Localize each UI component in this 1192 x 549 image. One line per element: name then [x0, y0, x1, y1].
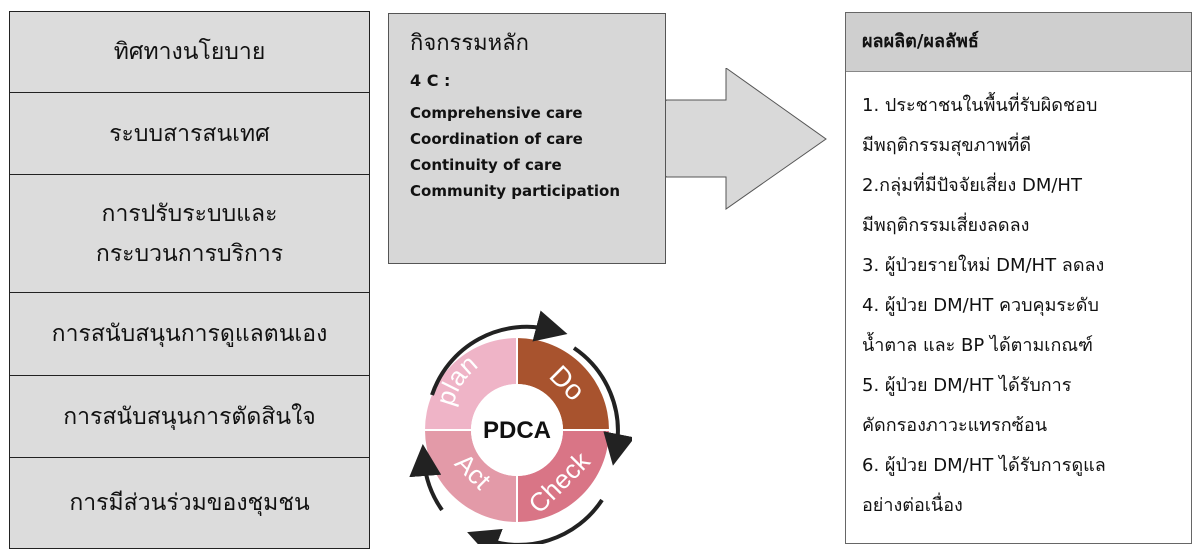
box-decision-support: การสนับสนุนการตัดสินใจ	[9, 375, 370, 458]
box-service-redesign: การปรับระบบและ กระบวนการบริการ	[9, 174, 370, 293]
activities-title: กิจกรรมหลัก	[410, 31, 529, 56]
box-label-line-1: การปรับระบบและ	[101, 200, 278, 227]
output-line: 4. ผู้ป่วย DM/HT ควบคุมระดับ	[862, 295, 1099, 316]
cycle-arrow-bottom	[467, 498, 604, 544]
output-line: 3. ผู้ป่วยรายใหม่ DM/HT ลดลง	[862, 255, 1105, 276]
pdca-plan-segment	[425, 338, 517, 430]
output-line: น้ำตาล และ BP ได้ตามเกณฑ์	[862, 335, 1094, 356]
box-label: การสนับสนุนการตัดสินใจ	[63, 403, 316, 430]
flow-arrow-icon	[666, 68, 827, 210]
activity-item: Community participation	[410, 182, 620, 200]
activity-item: Comprehensive care	[410, 104, 583, 122]
box-community-participation: การมีส่วนร่วมของชุมชน	[9, 457, 370, 549]
cycle-arrow-top	[430, 310, 568, 396]
pdca-act-segment	[425, 430, 517, 522]
pdca-cycle: plan Do Check Act PDCA	[409, 310, 632, 544]
outputs-panel: ผลผลิต/ผลลัพธ์ 1. ประชาชนในพื้นที่รับผิด…	[845, 12, 1192, 544]
cycle-arrow-left	[409, 444, 444, 512]
box-self-care-support: การสนับสนุนการดูแลตนเอง	[9, 292, 370, 376]
box-label-line-2: กระบวนการบริการ	[95, 240, 284, 267]
box-policy-direction: ทิศทางนโยบาย	[9, 11, 370, 93]
pdca-do-segment	[517, 338, 609, 430]
output-line: มีพฤติกรรมสุขภาพที่ดี	[862, 135, 1032, 156]
output-line: 2.กลุ่มที่มีปัจจัยเสี่ยง DM/HT	[862, 175, 1082, 196]
box-label: การสนับสนุนการดูแลตนเอง	[51, 321, 328, 347]
box-information-system: ระบบสารสนเทศ	[9, 92, 370, 175]
activity-item: Continuity of care	[410, 156, 562, 174]
box-label: ระบบสารสนเทศ	[109, 120, 270, 147]
activities-box: กิจกรรมหลัก 4 C : Comprehensive care Coo…	[388, 13, 666, 264]
output-line: มีพฤติกรรมเสี่ยงลดลง	[862, 215, 1030, 236]
cycle-arrow-right	[572, 346, 632, 466]
box-label: การมีส่วนร่วมของชุมชน	[69, 490, 310, 516]
pdca-check-segment	[517, 430, 609, 522]
output-line: 6. ผู้ป่วย DM/HT ได้รับการดูแล	[862, 455, 1106, 476]
outputs-list: 1. ประชาชนในพื้นที่รับผิดชอบ มีพฤติกรรมส…	[846, 72, 1191, 526]
outputs-title: ผลผลิต/ผลลัพธ์	[846, 13, 1191, 72]
output-line: คัดกรองภาวะแทรกซ้อน	[862, 415, 1048, 436]
left-column: ทิศทางนโยบาย ระบบสารสนเทศ การปรับระบบและ…	[9, 11, 370, 549]
output-line: อย่างต่อเนื่อง	[862, 495, 963, 516]
output-line: 5. ผู้ป่วย DM/HT ได้รับการ	[862, 375, 1072, 396]
activity-item: Coordination of care	[410, 130, 583, 148]
box-label: ทิศทางนโยบาย	[113, 39, 266, 65]
output-line: 1. ประชาชนในพื้นที่รับผิดชอบ	[862, 95, 1098, 116]
pdca-center-label: PDCA	[483, 417, 551, 444]
activities-subtitle: 4 C :	[410, 71, 451, 90]
